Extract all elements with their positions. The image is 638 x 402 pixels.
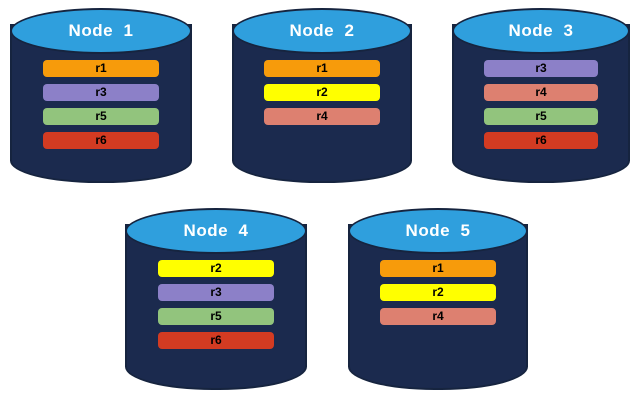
- cylinder-top-ellipse: [232, 8, 412, 54]
- replica-bar-r3[interactable]: r3: [484, 60, 598, 77]
- node-label: Node 1: [68, 21, 134, 40]
- replica-list: r1 r2 r4: [348, 260, 528, 325]
- replica-bar-r4[interactable]: r4: [380, 308, 496, 325]
- replica-bar-r2[interactable]: r2: [380, 284, 496, 301]
- node-label: Node 5: [405, 221, 471, 240]
- database-node-5[interactable]: Node 5 r1 r2 r4: [348, 208, 528, 390]
- cylinder-shape: Node 1 r1 r3 r5 r6: [10, 8, 192, 183]
- replica-bar-r6[interactable]: r6: [484, 132, 598, 149]
- cylinder-body: [452, 24, 630, 183]
- replica-bar-r1[interactable]: r1: [42, 60, 160, 77]
- cylinder-shape: Node 4 r2 r3 r5 r6: [125, 208, 307, 390]
- database-node-3[interactable]: Node 3 r3 r4 r5 r6: [452, 8, 630, 183]
- cylinder-shape: Node 3 r3 r4 r5 r6: [452, 8, 630, 183]
- cylinder-shape: Node 2 r1 r2 r4: [232, 8, 412, 183]
- replica-list: r3 r4 r5 r6: [452, 60, 630, 149]
- node-label: Node 3: [508, 21, 574, 40]
- replica-bar-r5[interactable]: r5: [484, 108, 598, 125]
- cylinder-shape: Node 5 r1 r2 r4: [348, 208, 528, 390]
- replica-bar-r2[interactable]: r2: [157, 260, 275, 277]
- replica-list: r2 r3 r5 r6: [125, 260, 307, 349]
- cylinder-top-ellipse: [125, 208, 307, 254]
- replica-bar-r5[interactable]: r5: [42, 108, 160, 125]
- cylinder-top-ellipse: [452, 8, 630, 54]
- replica-list: r1 r3 r5 r6: [10, 60, 192, 149]
- replica-bar-r3[interactable]: r3: [157, 284, 275, 301]
- database-node-4[interactable]: Node 4 r2 r3 r5 r6: [125, 208, 307, 390]
- database-node-1[interactable]: Node 1 r1 r3 r5 r6: [10, 8, 192, 183]
- replica-bar-r6[interactable]: r6: [42, 132, 160, 149]
- replica-bar-r2[interactable]: r2: [264, 84, 380, 101]
- replica-bar-r1[interactable]: r1: [380, 260, 496, 277]
- replica-bar-r6[interactable]: r6: [157, 332, 275, 349]
- replica-bar-r4[interactable]: r4: [484, 84, 598, 101]
- cylinder-top-ellipse: [348, 208, 528, 254]
- database-node-2[interactable]: Node 2 r1 r2 r4: [232, 8, 412, 183]
- replica-bar-r5[interactable]: r5: [157, 308, 275, 325]
- cylinder-top-ellipse: [10, 8, 192, 54]
- replica-list: r1 r2 r4: [232, 60, 412, 125]
- replica-bar-r1[interactable]: r1: [264, 60, 380, 77]
- replica-bar-r3[interactable]: r3: [42, 84, 160, 101]
- node-label: Node 2: [289, 21, 355, 40]
- replica-bar-r4[interactable]: r4: [264, 108, 380, 125]
- node-label: Node 4: [183, 221, 249, 240]
